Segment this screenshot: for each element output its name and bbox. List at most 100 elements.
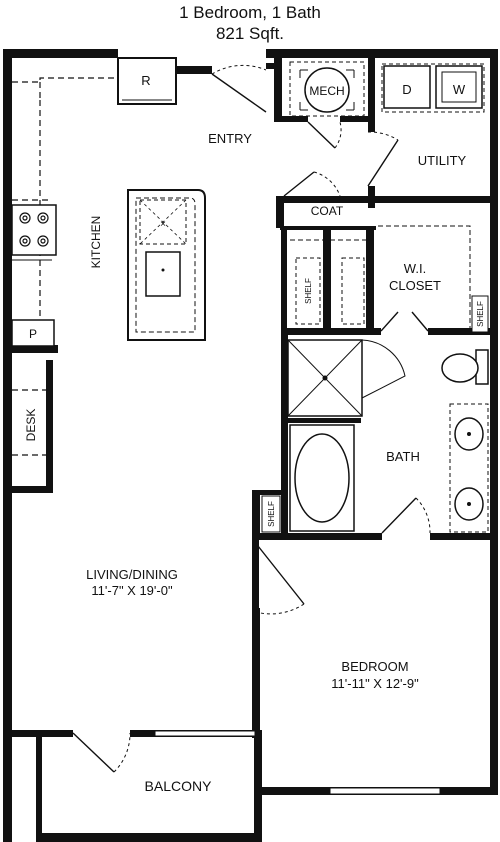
label-desk: DESK bbox=[24, 409, 38, 442]
shower-drain bbox=[322, 375, 328, 381]
balcony-door bbox=[72, 732, 115, 773]
bath-door-swing bbox=[415, 497, 431, 534]
wall-top-left bbox=[3, 49, 118, 58]
island-sink bbox=[145, 251, 181, 297]
wall-utility-left bbox=[368, 58, 375, 132]
shelf-closet bbox=[471, 295, 489, 333]
water-heater bbox=[304, 67, 350, 113]
range bbox=[11, 204, 57, 256]
shelf-left-outline bbox=[295, 257, 321, 325]
label-bath: BATH bbox=[386, 449, 420, 464]
plan-title: 1 Bedroom, 1 Bath bbox=[179, 3, 321, 22]
sink-drain bbox=[161, 268, 165, 272]
island-inner bbox=[135, 197, 196, 333]
wall-kitchen-bottom bbox=[3, 345, 58, 353]
wall-bath-bottom bbox=[252, 533, 382, 540]
wall-shelf-small-top bbox=[252, 490, 282, 495]
bedroom-door bbox=[257, 545, 305, 605]
label-balcony: BALCONY bbox=[145, 778, 213, 794]
label-shelf-closet: SHELF bbox=[476, 301, 485, 327]
wall-balcony-bottom bbox=[40, 833, 262, 842]
coat-door bbox=[283, 171, 315, 197]
wall-bath-left bbox=[281, 328, 288, 536]
wall-bedroom-left bbox=[252, 608, 260, 738]
shelf-right-outline bbox=[341, 257, 365, 325]
coat-door-swing bbox=[313, 171, 341, 197]
window-bedroom bbox=[329, 787, 441, 795]
wall-shelf-right bbox=[323, 228, 331, 331]
laundry-area bbox=[381, 63, 485, 113]
label-mech: MECH bbox=[309, 84, 344, 98]
label-dryer: D bbox=[402, 82, 411, 97]
cooktop bbox=[139, 199, 187, 245]
wall-desk-bottom bbox=[8, 486, 53, 493]
window-balcony bbox=[154, 730, 256, 737]
label-entry: ENTRY bbox=[208, 131, 252, 146]
wall-balcony-left bbox=[36, 730, 42, 842]
bath-door bbox=[381, 497, 417, 534]
closet-rod bbox=[378, 225, 471, 328]
washer-lid bbox=[441, 71, 477, 103]
wall-top-mid bbox=[176, 66, 212, 74]
label-bedroom-name: BEDROOM bbox=[341, 659, 408, 674]
wall-desk bbox=[3, 360, 11, 492]
label-utility: UTILITY bbox=[418, 153, 467, 168]
wall-utility-bottom bbox=[368, 196, 490, 203]
label-refrigerator: R bbox=[141, 73, 150, 88]
doors bbox=[72, 63, 431, 773]
desk-lines bbox=[12, 389, 52, 456]
toilet-bowl bbox=[441, 353, 479, 383]
interior-walls bbox=[3, 58, 490, 738]
label-shelf-left: SHELF bbox=[304, 278, 313, 304]
label-living-name: LIVING/DINING bbox=[86, 567, 178, 582]
wall-closet-left bbox=[366, 228, 374, 331]
wall-bath-bottom-right bbox=[430, 533, 490, 540]
label-shelf-bath: SHELF bbox=[267, 501, 276, 527]
cooktop-mark: × bbox=[160, 219, 166, 230]
wall-mech-bottom bbox=[274, 116, 308, 122]
cooktop-diag-2 bbox=[139, 199, 187, 245]
wall-coat-top bbox=[276, 196, 376, 203]
bathtub-basin bbox=[294, 433, 350, 523]
wall-mech-left bbox=[274, 58, 282, 122]
windows bbox=[154, 730, 441, 795]
pantry bbox=[11, 319, 55, 347]
washer bbox=[435, 65, 483, 109]
label-living-dims: 11'-7" X 19'-0" bbox=[91, 583, 173, 598]
wall-coat-left bbox=[276, 196, 284, 228]
wall-desk-right bbox=[46, 360, 53, 493]
label-washer: W bbox=[453, 82, 466, 97]
wall-bedroom-left-upper bbox=[252, 540, 259, 620]
vanity bbox=[449, 403, 489, 533]
entry-door-swing bbox=[211, 64, 267, 75]
mech-door-swing bbox=[334, 121, 342, 149]
refrigerator bbox=[117, 57, 177, 105]
wall-shelf-small bbox=[252, 490, 260, 540]
wall-shelf-left bbox=[281, 228, 287, 331]
shower-door-swing bbox=[361, 339, 406, 399]
closet-doors bbox=[380, 311, 429, 332]
label-bedroom-dims: 11'-11" X 12'-9" bbox=[331, 676, 419, 691]
label-wi-closet-1: W.I. bbox=[404, 261, 426, 276]
mech-door bbox=[307, 121, 336, 149]
dryer bbox=[383, 65, 431, 109]
range-burners bbox=[19, 212, 49, 247]
utility-door-swing bbox=[367, 131, 399, 141]
plan-area: 821 Sqft. bbox=[215, 24, 285, 43]
mech-corners bbox=[299, 69, 355, 111]
counter-top-edge bbox=[12, 77, 118, 83]
wall-right bbox=[490, 49, 498, 795]
wall-closet-bottom-right bbox=[428, 328, 490, 335]
shelf-bath bbox=[261, 495, 281, 533]
wall-tub-top bbox=[281, 418, 361, 423]
wall-balcony-right bbox=[254, 730, 262, 842]
balcony-door-swing bbox=[113, 732, 131, 773]
wall-mech-bottom-right bbox=[340, 116, 374, 122]
wall-top-right bbox=[266, 49, 498, 58]
entry-door bbox=[211, 73, 267, 113]
label-kitchen: KITCHEN bbox=[89, 216, 103, 269]
mech-room bbox=[289, 61, 365, 117]
label-wi-closet-2: CLOSET bbox=[389, 278, 441, 293]
label-coat: COAT bbox=[311, 204, 344, 218]
